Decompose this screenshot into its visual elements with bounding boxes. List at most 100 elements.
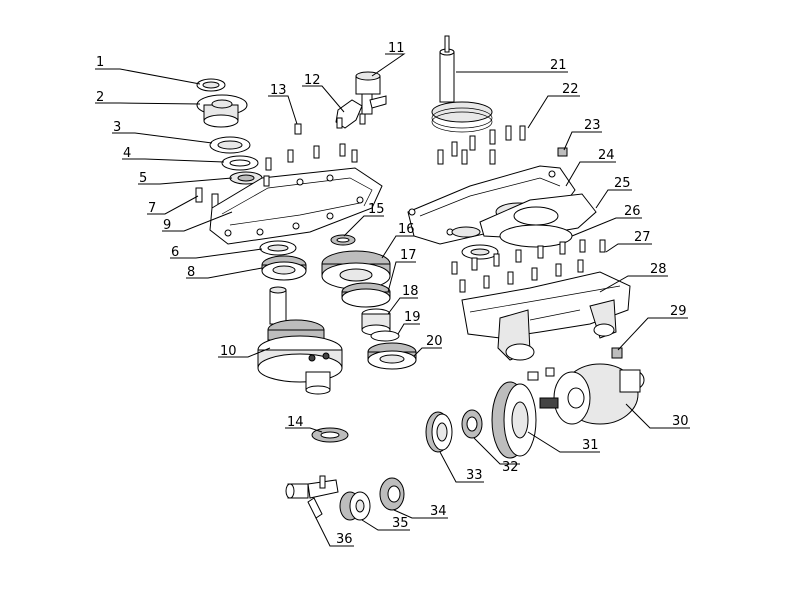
leader-35 [361, 519, 410, 531]
part-11-shift-lever [355, 71, 387, 125]
callout-29: 29 [670, 304, 687, 319]
leader-30 [625, 403, 690, 429]
part-31-ring-gear [491, 381, 537, 459]
leader-11 [371, 53, 406, 77]
callout-22: 22 [562, 82, 579, 97]
callout-16: 16 [398, 222, 415, 237]
callout-19: 19 [404, 310, 421, 325]
leader-10 [218, 347, 271, 358]
part-17-bearing [341, 282, 391, 308]
part-35-gear-pair [339, 491, 371, 521]
part-32-shim [461, 409, 483, 439]
callout-31: 31 [582, 438, 599, 453]
leader-36 [315, 517, 354, 547]
part-8-bearing [261, 255, 307, 281]
leader-9 [162, 211, 233, 232]
part-3-seal-ring [209, 136, 251, 154]
callout-7: 7 [148, 201, 156, 216]
callout-35: 35 [392, 516, 409, 531]
part-21-pinion-shaft [431, 35, 493, 133]
callout-26: 26 [624, 204, 641, 219]
callout-23: 23 [584, 118, 601, 133]
callout-33: 33 [466, 468, 483, 483]
leader-18 [387, 297, 418, 315]
leader-7 [147, 195, 199, 215]
part-29-plug [611, 347, 623, 359]
callout-27: 27 [634, 230, 651, 245]
leader-3 [112, 132, 213, 144]
callout-labels: 1 2 3 4 5 6 7 8 9 10 11 12 13 14 15 16 1… [96, 41, 689, 547]
part-7-pins [195, 187, 219, 209]
part-30-differential [539, 363, 645, 425]
leader-34 [393, 509, 448, 519]
part-4-ring [221, 155, 259, 171]
callout-21: 21 [550, 58, 567, 73]
leader-27 [605, 243, 652, 253]
callout-1: 1 [96, 55, 104, 70]
callout-3: 3 [113, 120, 121, 135]
part-5-cage [229, 171, 263, 185]
leader-1 [95, 68, 201, 85]
leader-16 [381, 235, 414, 259]
part-16-gear [321, 250, 391, 290]
leader-14 [285, 427, 323, 433]
leader-22 [527, 95, 580, 129]
part-15-ring [330, 234, 356, 246]
leader-15 [343, 215, 384, 237]
right-housing-seal [451, 226, 499, 260]
part-1-seal [196, 78, 226, 92]
callout-12: 12 [304, 73, 321, 88]
part-19-o-ring [370, 330, 400, 342]
callout-34: 34 [430, 504, 447, 519]
callout-10: 10 [220, 344, 237, 359]
leader-31 [527, 431, 600, 453]
leader-20 [413, 347, 442, 357]
part-28-lower-housing [461, 271, 631, 361]
part-25-gasket [479, 193, 597, 239]
leader-33 [439, 451, 484, 483]
leader-8 [186, 267, 263, 279]
leader-17 [387, 261, 416, 293]
leader-28 [599, 275, 668, 293]
callout-28: 28 [650, 262, 667, 277]
leader-29 [617, 317, 688, 351]
callout-8: 8 [187, 265, 195, 280]
callout-32: 32 [502, 460, 519, 475]
part-13-pin [294, 123, 302, 135]
leader-19 [397, 323, 420, 335]
callout-9: 9 [163, 218, 171, 233]
leader-5 [138, 177, 233, 185]
leader-26 [571, 217, 642, 237]
part-6-ring [259, 240, 297, 256]
leader-6 [170, 248, 263, 259]
part-27-bolts [451, 239, 606, 293]
callout-4: 4 [123, 146, 131, 161]
part-34-cage [379, 477, 405, 511]
leader-32 [473, 437, 520, 465]
leader-2 [95, 102, 201, 105]
callout-15: 15 [368, 202, 385, 217]
callout-30: 30 [672, 414, 689, 429]
differential-small-parts [527, 367, 555, 381]
part-12-shift-fork [335, 99, 363, 129]
part-2-bearing-cap [196, 94, 248, 128]
part-10-pinion-shaft [257, 286, 343, 395]
leader-13 [268, 95, 298, 125]
leader-25 [595, 189, 632, 209]
callout-6: 6 [171, 245, 179, 260]
callout-13: 13 [270, 83, 287, 98]
leader-lines [95, 53, 690, 547]
callout-36: 36 [336, 532, 353, 547]
callout-25: 25 [614, 176, 631, 191]
left-housing-bolts [263, 143, 358, 187]
callout-18: 18 [402, 284, 419, 299]
part-20-bearing [367, 342, 417, 370]
part-23-nut [557, 147, 568, 157]
callout-17: 17 [400, 248, 417, 263]
part-36-lever [285, 475, 339, 519]
callout-14: 14 [287, 415, 304, 430]
part-9-left-housing [209, 167, 383, 245]
callout-5: 5 [139, 171, 147, 186]
